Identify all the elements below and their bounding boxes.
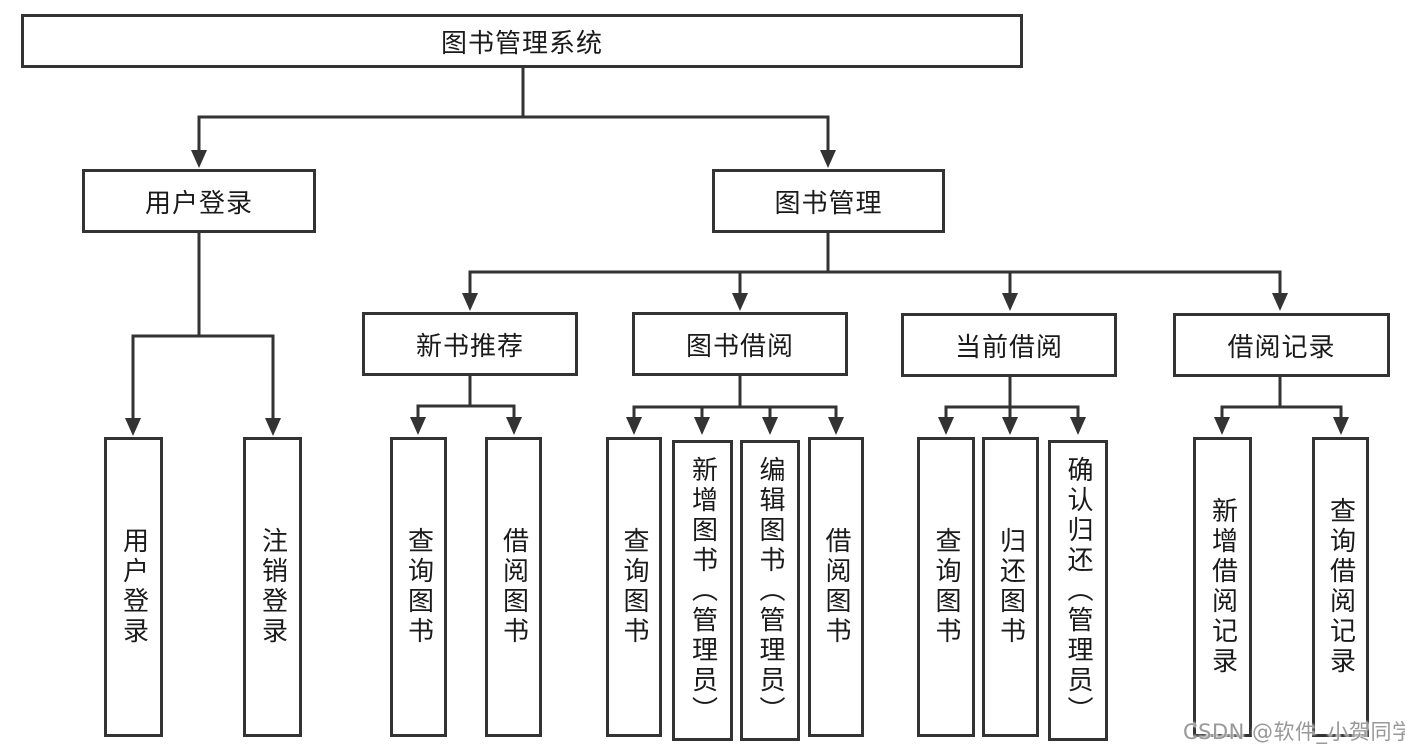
leaf-add-borrow-record-label: 新增借阅记录 bbox=[1207, 497, 1238, 677]
leaf-query-borrow-record: 查询借阅记录 bbox=[1312, 437, 1369, 737]
leaf-user-login: 用户登录 bbox=[104, 437, 163, 737]
leaf-return-books-label: 归还图书 bbox=[995, 527, 1026, 647]
node-current-borrowing-label: 当前借阅 bbox=[954, 332, 1063, 363]
node-book-borrowing: 图书借阅 bbox=[632, 312, 848, 376]
node-book-management: 图书管理 bbox=[712, 169, 945, 233]
leaf-query-books-recommend: 查询图书 bbox=[390, 437, 447, 737]
leaf-query-books-borrowing-label: 查询图书 bbox=[619, 527, 649, 647]
leaf-add-books-admin: 新增图书（管理员） bbox=[672, 440, 733, 741]
node-user-login-label: 用户登录 bbox=[144, 188, 253, 219]
node-borrowing-records: 借阅记录 bbox=[1173, 313, 1390, 377]
leaf-logout: 注销登录 bbox=[243, 437, 302, 737]
leaf-query-borrow-record-label: 查询借阅记录 bbox=[1325, 497, 1356, 677]
node-library-system: 图书管理系统 bbox=[21, 14, 1023, 68]
leaf-confirm-return-admin-label: 确认归还（管理员） bbox=[1063, 455, 1093, 726]
leaf-borrow-books-recommend-label: 借阅图书 bbox=[498, 527, 529, 647]
node-borrowing-records-label: 借阅记录 bbox=[1227, 332, 1336, 363]
leaf-edit-books-admin: 编辑图书（管理员） bbox=[740, 440, 800, 741]
leaf-borrow-books-recommend: 借阅图书 bbox=[485, 437, 542, 737]
node-current-borrowing: 当前借阅 bbox=[901, 313, 1117, 377]
leaf-query-books-current-label: 查询图书 bbox=[931, 527, 961, 647]
node-book-borrowing-label: 图书借阅 bbox=[685, 331, 794, 362]
leaf-borrow-books-borrowing: 借阅图书 bbox=[808, 437, 864, 737]
node-user-login: 用户登录 bbox=[82, 169, 316, 233]
leaf-confirm-return-admin: 确认归还（管理员） bbox=[1048, 440, 1108, 741]
leaf-query-books-current: 查询图书 bbox=[917, 437, 975, 737]
node-book-management-label: 图书管理 bbox=[774, 188, 883, 219]
csdn-watermark: CSDN @软件_小贺同学 bbox=[1183, 720, 1405, 744]
leaf-query-books-borrowing: 查询图书 bbox=[606, 437, 662, 737]
leaf-user-login-label: 用户登录 bbox=[118, 527, 149, 647]
leaf-add-borrow-record: 新增借阅记录 bbox=[1193, 437, 1252, 737]
node-library-system-label: 图书管理系统 bbox=[440, 28, 603, 59]
leaf-edit-books-admin-label: 编辑图书（管理员） bbox=[755, 455, 785, 726]
node-new-book-recommend-label: 新书推荐 bbox=[415, 331, 524, 362]
leaf-add-books-admin-label: 新增图书（管理员） bbox=[687, 455, 718, 726]
leaf-borrow-books-borrowing-label: 借阅图书 bbox=[821, 527, 851, 647]
node-new-book-recommend: 新书推荐 bbox=[362, 312, 578, 376]
leaf-query-books-recommend-label: 查询图书 bbox=[403, 527, 434, 647]
leaf-return-books: 归还图书 bbox=[982, 437, 1039, 737]
leaf-logout-label: 注销登录 bbox=[257, 527, 288, 647]
